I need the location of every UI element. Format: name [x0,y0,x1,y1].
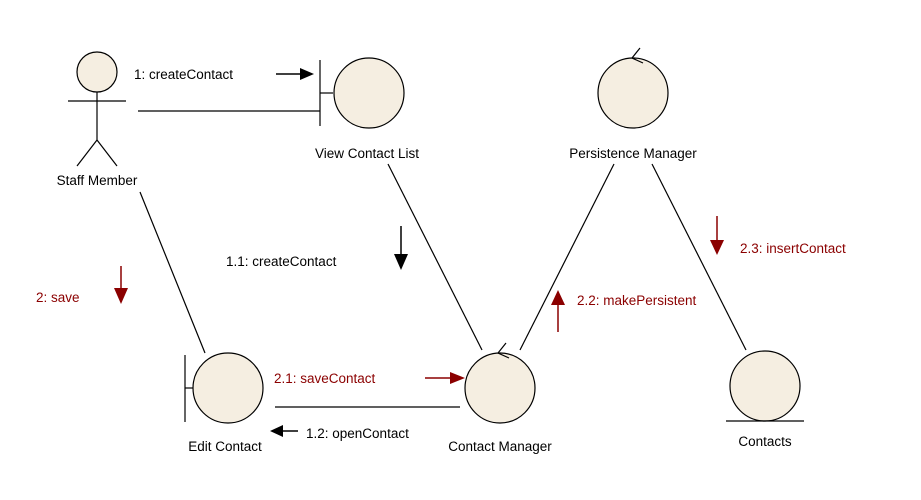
message-make-persistent-arrow [551,290,565,332]
message-make-persistent-label: 2.2: makePersistent [577,293,697,308]
label-staff-member: Staff Member [57,173,138,188]
label-view-contact-list: View Contact List [315,146,419,161]
message-save-label: 2: save [36,290,80,305]
actor-left-leg [76,139,98,167]
label-contact-manager: Contact Manager [448,439,552,454]
message-create-contact-arrow [276,68,314,80]
link-persistence-manager-to-contacts [651,163,747,351]
actor-staff-member[interactable] [68,51,126,167]
entity-circle [729,350,801,422]
actor-head [76,51,118,93]
control-arrowhead [497,342,510,359]
boundary-circle [333,57,405,129]
message-create-contact-label: 1: createContact [134,67,233,82]
message-open-contact-label: 1.2: openContact [306,426,409,441]
label-contacts: Contacts [738,434,792,449]
control-circle [597,57,669,129]
link-view-contact-list-to-contact-manager [387,163,483,351]
control-circle [464,352,536,424]
actor-right-leg [96,139,118,167]
message-insert-contact-arrow [710,216,724,255]
message-create-contact-1-1-label: 1.1: createContact [226,254,337,269]
boundary-view-contact-list[interactable] [319,57,405,129]
message-create-contact-1-1-arrow [394,226,408,270]
message-save-contact-label: 2.1: saveContact [274,371,376,386]
link-contact-manager-to-persistence-manager [519,163,615,351]
control-arrowhead [631,47,644,64]
label-persistence-manager: Persistence Manager [569,146,697,161]
entity-contacts[interactable] [726,350,804,422]
association-links [138,110,747,408]
message-save-contact-arrow [425,372,465,384]
boundary-circle [192,352,264,424]
control-persistence-manager[interactable] [597,47,669,129]
control-contact-manager[interactable] [464,342,536,424]
boundary-edit-contact[interactable] [184,352,264,424]
message-save-arrow [114,266,128,304]
label-edit-contact: Edit Contact [188,439,262,454]
message-insert-contact-label: 2.3: insertContact [740,241,846,256]
message-open-contact-arrow [270,425,298,437]
link-staff-to-edit-contact [139,191,206,354]
